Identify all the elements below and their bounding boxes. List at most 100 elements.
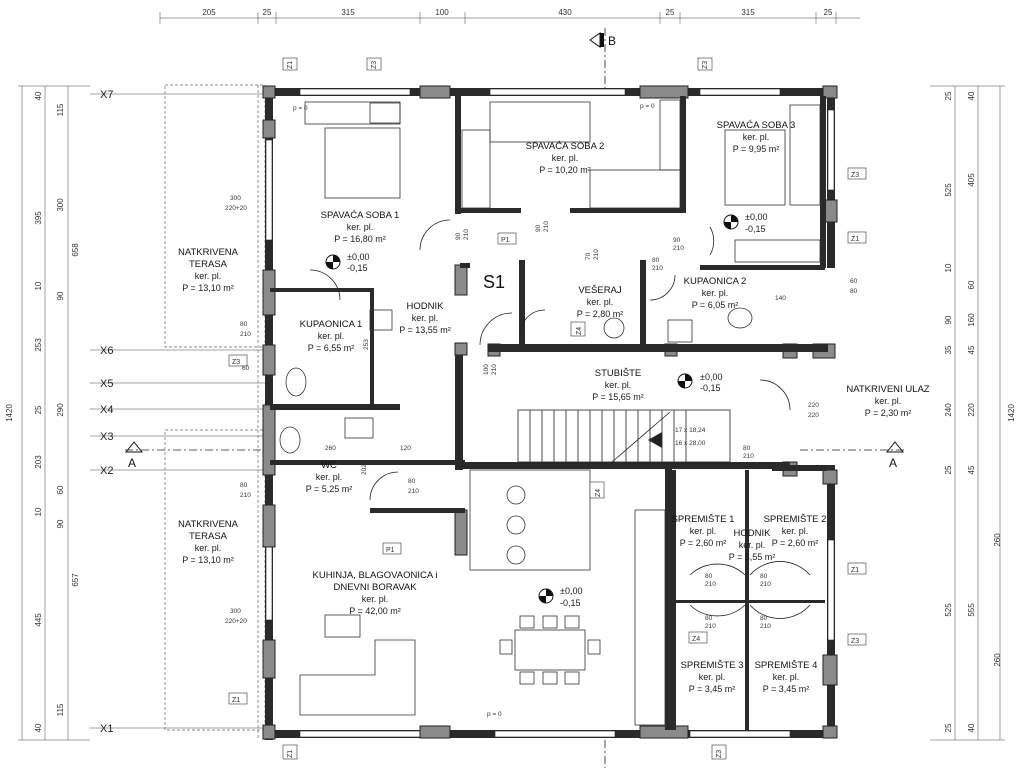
room-area: P = 42,00 m² xyxy=(349,606,401,616)
dim-left-o8: 445 xyxy=(34,613,43,627)
dim-left-i4: 90 xyxy=(56,291,65,300)
opening-90-bed2: 90 xyxy=(535,224,542,232)
p0-kitchen: p = 0 xyxy=(487,711,502,718)
dim-right-o6: 220 xyxy=(967,403,976,417)
dim-top-1: 205 xyxy=(202,8,216,17)
tag-z3-top: Z3 xyxy=(371,61,378,69)
p0-bed2: p = 0 xyxy=(640,103,655,110)
room-kitchen: KUHINJA, BLAGOVAONICA i DNEVNI BORAVAK k… xyxy=(313,570,438,616)
opening-80-wcdoor: 80 xyxy=(408,478,416,485)
room-name: SPAVAĆA SOBA 2 xyxy=(526,141,605,152)
opening-260: 260 xyxy=(325,445,336,452)
bed-2 xyxy=(489,101,591,143)
room-area: P = 10,20 m² xyxy=(539,165,591,175)
section-a-right-label: A xyxy=(889,456,897,470)
dim-right-o8: 555 xyxy=(967,603,976,617)
opening-80-wc: 80 xyxy=(240,482,248,489)
dim-right-i10: 260 xyxy=(993,653,1002,667)
opening-70-laundry: 70 xyxy=(585,252,592,260)
dim-top-6: 25 xyxy=(666,8,675,17)
room-name: KUPAONICA 1 xyxy=(300,319,363,330)
opening-80-s3: 80 xyxy=(705,615,713,622)
opening-210-laundry: 210 xyxy=(593,249,600,260)
p0-bed1: p = 0 xyxy=(293,105,308,112)
room-area: P = 2,30 m² xyxy=(865,408,912,418)
opening-60-left: 60 xyxy=(242,365,250,372)
door-swings xyxy=(309,219,811,619)
dim-left-o7: 10 xyxy=(34,507,43,516)
opening-210-s1: 210 xyxy=(705,581,716,588)
room-name: NATKRIVENI ULAZ xyxy=(846,384,929,395)
room-floor: ker. pl. xyxy=(782,526,809,536)
dim-right-i3: 10 xyxy=(944,263,953,272)
dim-right-i8: 525 xyxy=(944,603,953,617)
room-floor: ker. pl. xyxy=(316,472,343,482)
opening-w300-bottom: 300 xyxy=(230,608,241,615)
tag-z1-right-1: Z1 xyxy=(851,236,859,243)
room-area: P = 2,80 m² xyxy=(577,309,624,319)
dim-top-2: 25 xyxy=(263,8,272,17)
opening-202: 202 xyxy=(361,464,368,475)
room-terrace-bottom: NATKRIVENA TERASA ker. pl. P = 13,10 m² xyxy=(178,519,239,565)
room-name: VEŠERAJ xyxy=(578,285,622,296)
opening-210-wc: 210 xyxy=(240,492,251,499)
opening-120: 120 xyxy=(400,445,411,452)
kitchen-island xyxy=(469,469,591,571)
dim-left-o5: 25 xyxy=(34,405,43,414)
dim-left-o3: 10 xyxy=(34,281,43,290)
opening-60-right: 60 xyxy=(850,278,858,285)
dim-left-i3: 658 xyxy=(71,243,80,257)
room-floor: ker. pl. xyxy=(702,288,729,298)
room-floor: ker. pl. xyxy=(690,526,717,536)
level-a-text: ±0,00 xyxy=(745,212,767,222)
room-name-2: DNEVNI BORAVAK xyxy=(333,582,417,593)
dim-right-o7: 45 xyxy=(967,465,976,474)
room-area: P = 3,45 m² xyxy=(689,684,736,694)
room-name: SPAVAĆA SOBA 3 xyxy=(717,120,796,131)
stair-spec-2: 16 x 28,00 xyxy=(675,440,706,447)
room-bath2: KUPAONICA 2 ker. pl. P = 6,05 m² xyxy=(684,276,747,310)
room-floor: ker. pl. xyxy=(875,396,902,406)
room-area: P = 13,10 m² xyxy=(182,283,234,293)
right-total-dim: 1420 xyxy=(1007,404,1016,422)
tag-z3-right-1: Z3 xyxy=(851,172,859,179)
dim-left-i7: 90 xyxy=(56,519,65,528)
room-floor: ker. pl. xyxy=(552,153,579,163)
level-a-text: ±0,00 xyxy=(700,372,722,382)
room-area: P = 13,55 m² xyxy=(399,325,451,335)
opening-80-hall2: 80 xyxy=(743,445,751,452)
opening-80-bath1: 80 xyxy=(240,321,248,328)
dim-top-3: 315 xyxy=(341,8,355,17)
room-store4: SPREMIŠTE 4 ker. pl. P = 3,45 m² xyxy=(755,660,818,694)
dim-right-i7: 25 xyxy=(944,465,953,474)
room-hall2: HODNIK ker. pl. P = 3,55 m² xyxy=(729,528,776,562)
dim-left-i8: 657 xyxy=(71,573,80,587)
section-b-arrow-icon xyxy=(589,32,601,48)
level-b-text: -0,15 xyxy=(347,263,368,273)
axis-grid: X7 X6 X5 X4 X3 X2 X1 xyxy=(90,89,265,735)
room-area: P = 13,10 m² xyxy=(182,555,234,565)
room-area: P = 9,95 m² xyxy=(733,144,780,154)
dim-right-i1: 25 xyxy=(944,91,953,100)
bed-3 xyxy=(724,129,786,206)
opening-140-bath2: 140 xyxy=(775,295,786,302)
axis-x6: X6 xyxy=(100,345,113,357)
axis-x3: X3 xyxy=(100,431,113,443)
room-area: P = 3,55 m² xyxy=(729,552,776,562)
room-wc: WC ker. pl. P = 5,25 m² xyxy=(306,460,353,494)
level-a-text: ±0,00 xyxy=(347,252,369,262)
room-floor: ker. pl. xyxy=(195,543,222,553)
stair-spec-1: 17 x 18,24 xyxy=(675,427,706,434)
room-store3: SPREMIŠTE 3 ker. pl. P = 3,45 m² xyxy=(681,660,744,694)
dim-left-o2: 395 xyxy=(34,211,43,225)
opening-210-wcdoor: 210 xyxy=(408,488,419,495)
opening-210-bed3: 210 xyxy=(673,245,684,252)
dim-left-o9: 40 xyxy=(34,723,43,732)
dim-top-8: 25 xyxy=(824,8,833,17)
dim-right-o3: 60 xyxy=(967,280,976,289)
opening-90-bed3: 90 xyxy=(673,237,681,244)
right-dimension-chains: 1420 40 405 60 160 45 220 45 555 40 25 5… xyxy=(930,85,1016,741)
dim-top-5: 430 xyxy=(558,8,572,17)
room-bed1: SPAVAĆA SOBA 1 ker. pl. P = 16,80 m² xyxy=(321,210,400,244)
